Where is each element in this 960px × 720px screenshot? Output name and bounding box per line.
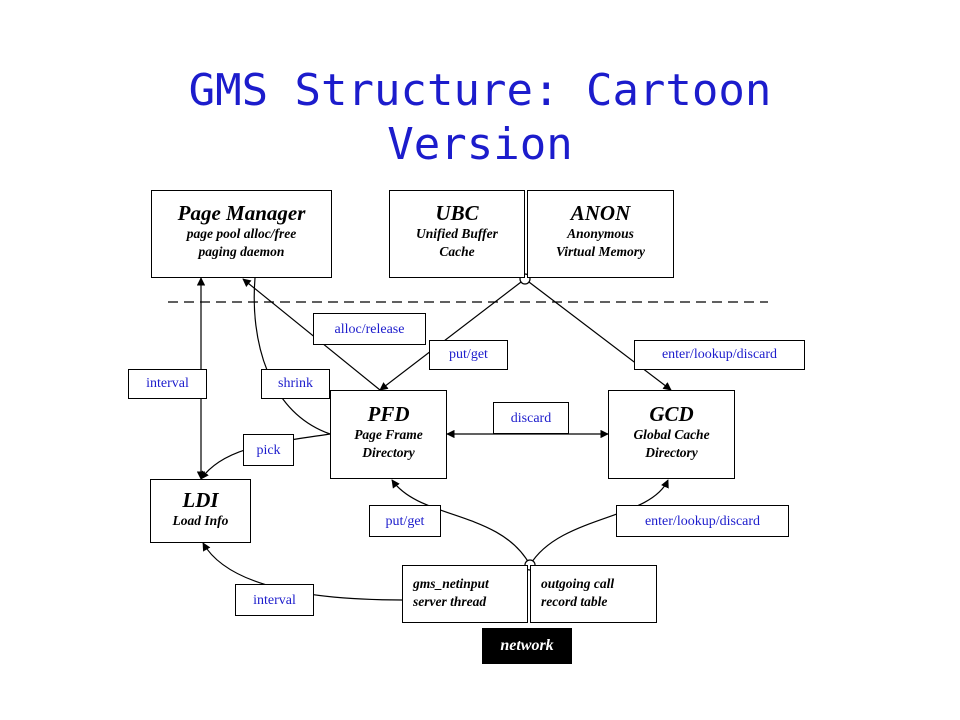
ubc-line-2: Cache (439, 244, 475, 259)
pfd-line-1: Page Frame (354, 427, 423, 442)
outgoing-call-line-1: outgoing call (541, 576, 615, 591)
pfd-to-page-manager-arrow (242, 278, 381, 391)
label-shrink: shrink (261, 369, 330, 399)
page-manager-title: Page Manager (177, 201, 306, 225)
ubc-line-1: Unified Buffer (416, 226, 498, 241)
bottom-hub-to-gcd-arrow (529, 479, 669, 566)
anon-line-2: Virtual Memory (556, 244, 645, 259)
network-box: network (482, 628, 572, 664)
label-enter-lookup-discard-bottom: enter/lookup/discard (616, 505, 789, 537)
ldi-title: LDI (182, 488, 219, 512)
pfd-box: PFD Page Frame Directory (330, 390, 447, 479)
ldi-box: LDI Load Info (150, 479, 251, 543)
ldi-line-1: Load Info (172, 513, 229, 528)
label-interval-left: interval (128, 369, 207, 399)
outgoing-call-box: outgoing call record table (530, 565, 657, 623)
ubc-box: UBC Unified Buffer Cache (389, 190, 525, 278)
title-line-1: GMS Structure: Cartoon (188, 65, 772, 116)
pfd-title: PFD (367, 402, 410, 426)
anon-title: ANON (570, 201, 631, 225)
gms-netinput-line-1: gms_netinput (413, 576, 489, 591)
page-manager-line-1: page pool alloc/free (186, 226, 297, 241)
gcd-line-2: Directory (645, 445, 698, 460)
pfd-line-2: Directory (362, 445, 415, 460)
outgoing-call-line-2: record table (541, 594, 608, 609)
gcd-box: GCD Global Cache Directory (608, 390, 735, 479)
page-manager-box: Page Manager page pool alloc/free paging… (151, 190, 332, 278)
label-enter-lookup-discard-top: enter/lookup/discard (634, 340, 805, 370)
page-manager-line-2: paging daemon (198, 244, 285, 259)
gcd-line-1: Global Cache (633, 427, 710, 442)
anon-box: ANON Anonymous Virtual Memory (527, 190, 674, 278)
label-put-get-bottom: put/get (369, 505, 441, 537)
gcd-title: GCD (649, 402, 694, 426)
page-title: GMS Structure: Cartoon Version (0, 64, 960, 172)
label-alloc-release: alloc/release (313, 313, 426, 345)
label-pick: pick (243, 434, 294, 466)
gms-netinput-line-2: server thread (413, 594, 487, 609)
label-interval-bottom: interval (235, 584, 314, 616)
label-discard: discard (493, 402, 569, 434)
hub-to-gcd-arrow (524, 278, 672, 391)
anon-line-1: Anonymous (567, 226, 634, 241)
gms-netinput-box: gms_netinput server thread (402, 565, 528, 623)
bottom-hub-to-pfd-arrow (391, 479, 531, 566)
label-put-get-top: put/get (429, 340, 508, 370)
ubc-title: UBC (435, 201, 479, 225)
hub-to-pfd-arrow (379, 278, 526, 391)
title-line-2: Version (387, 119, 573, 170)
